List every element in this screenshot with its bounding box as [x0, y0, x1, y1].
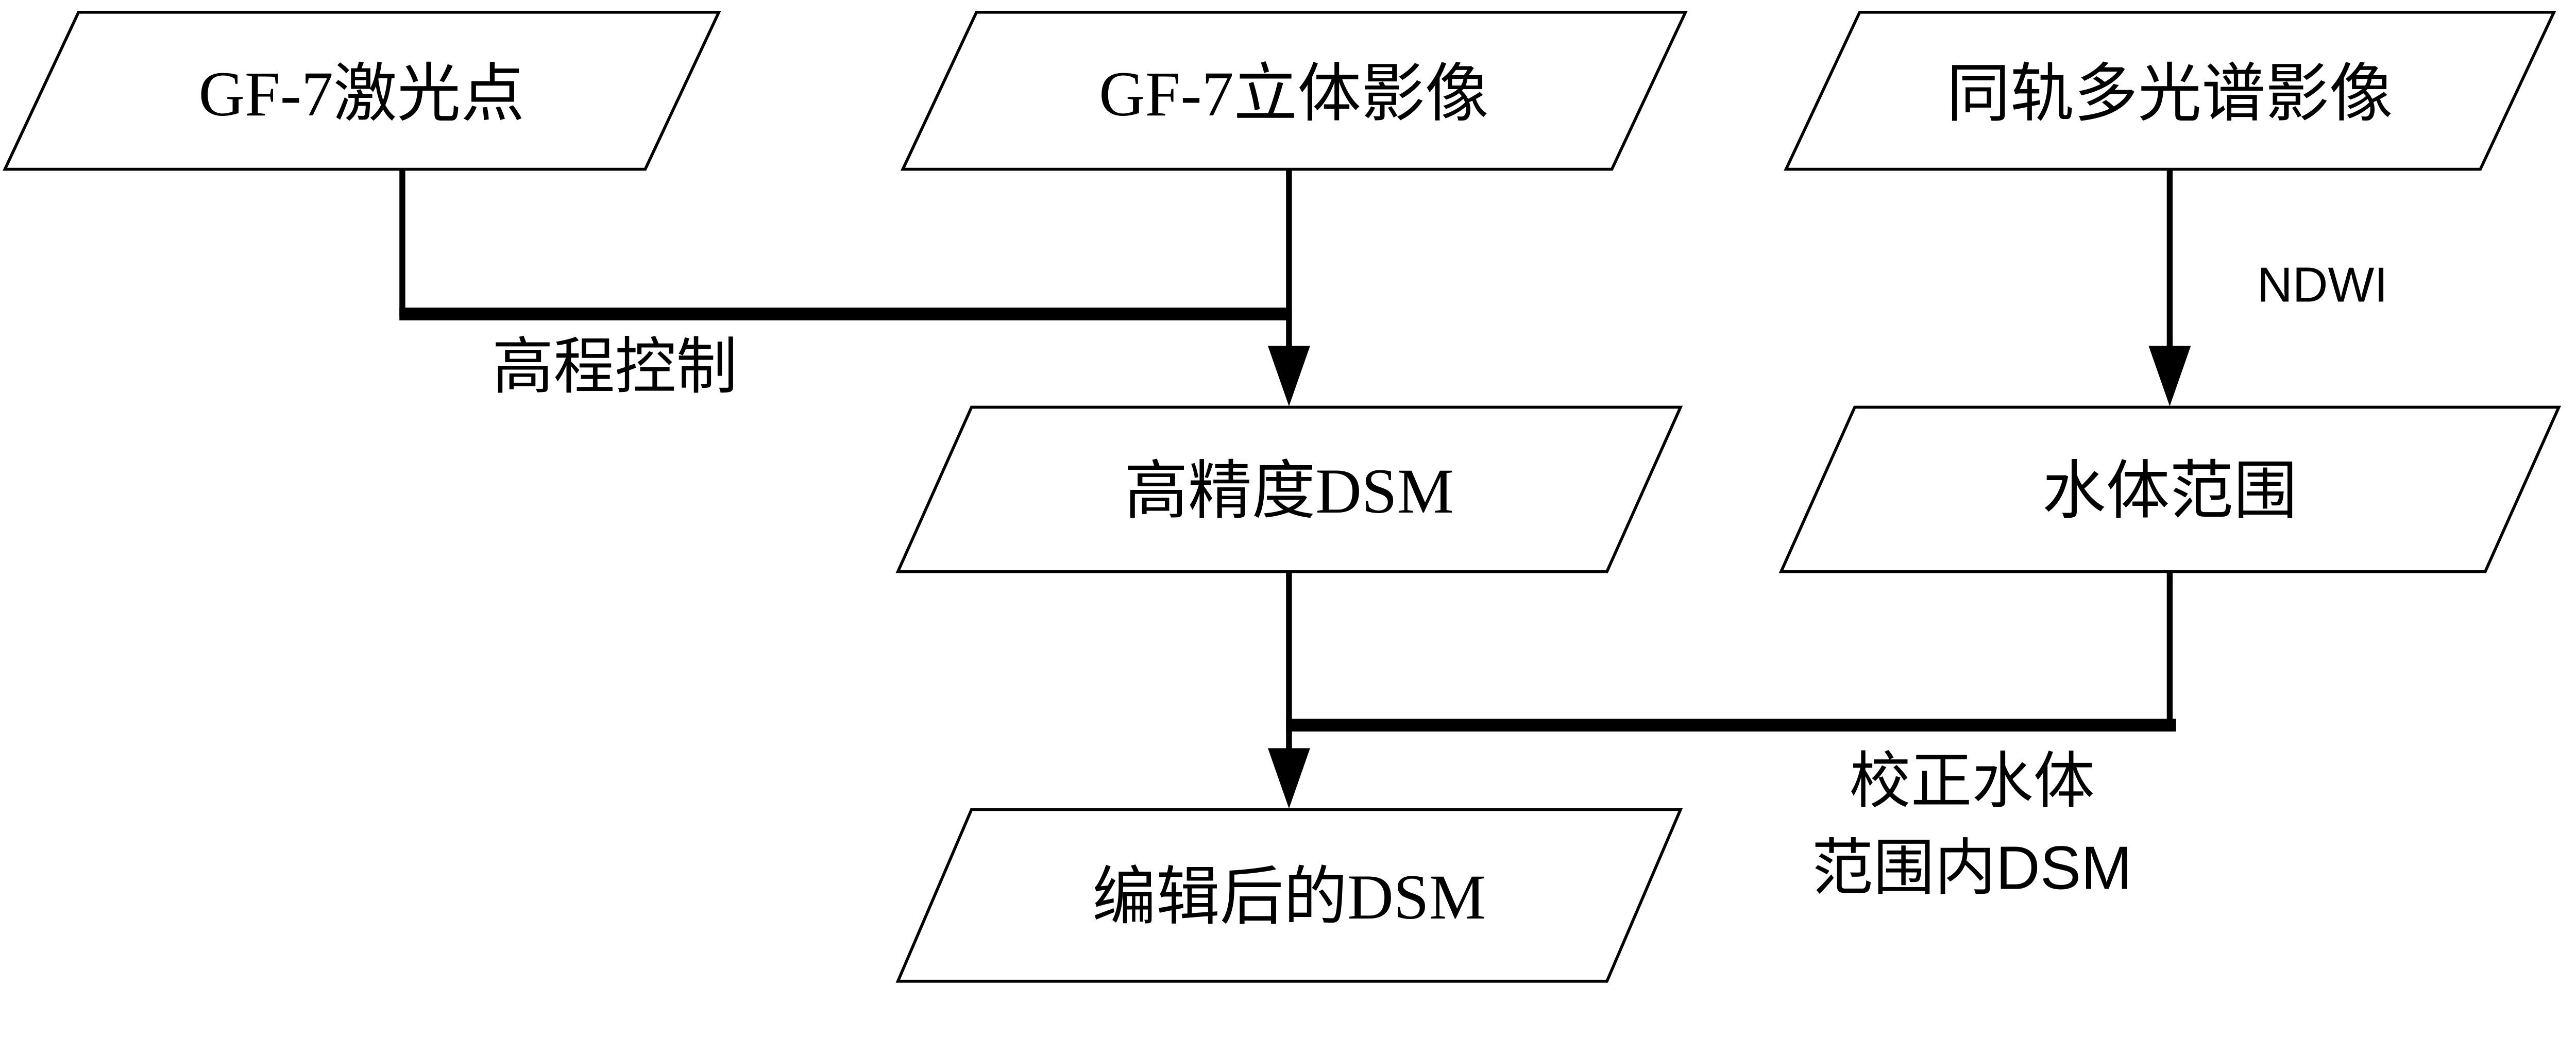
arrowhead-into-dsm	[1267, 346, 1310, 406]
parallelogram-water-body-extent	[1778, 405, 2562, 573]
parallelogram-multispectral-imagery	[1784, 10, 2556, 171]
parallelogram-high-precision-dsm	[895, 405, 1683, 573]
node-label-gf7-stereo-imagery: GF-7立体影像	[1099, 59, 1489, 129]
connector-group	[399, 169, 2191, 809]
edge-label-elevation-control: 高程控制	[492, 332, 737, 401]
arrowhead-into-water	[2148, 346, 2191, 406]
node-label-gf7-laser-points: GF-7激光点	[199, 59, 525, 129]
flowchart-container: GF-7激光点 GF-7立体影像 同轨多光谱影像 高精度DSM 水体范围 编辑后…	[3, 10, 2562, 983]
node-group: GF-7激光点 GF-7立体影像 同轨多光谱影像 高精度DSM 水体范围 编辑后…	[3, 10, 2562, 983]
edge-label-correct-water-line2: 范围内DSM	[1812, 834, 2132, 903]
edge-label-group: 高程控制 NDWI 校正水体 范围内DSM	[492, 258, 2388, 903]
edge-label-correct-water-line1: 校正水体	[1850, 747, 2095, 815]
parallelogram-gf7-stereo-imagery	[900, 10, 1688, 171]
edge-label-ndwi: NDWI	[2257, 258, 2388, 313]
parallelogram-gf7-laser-points	[3, 10, 721, 171]
parallelogram-edited-dsm	[895, 808, 1683, 983]
node-label-multispectral-imagery: 同轨多光谱影像	[1946, 59, 2393, 129]
node-label-water-body-extent: 水体范围	[2042, 456, 2297, 526]
flowchart-canvas: GF-7激光点 GF-7立体影像 同轨多光谱影像 高精度DSM 水体范围 编辑后…	[3, 10, 2562, 983]
node-label-edited-dsm: 编辑后的DSM	[1092, 862, 1486, 932]
node-label-high-precision-dsm: 高精度DSM	[1124, 456, 1454, 526]
arrowhead-into-edited-dsm	[1267, 748, 1310, 809]
